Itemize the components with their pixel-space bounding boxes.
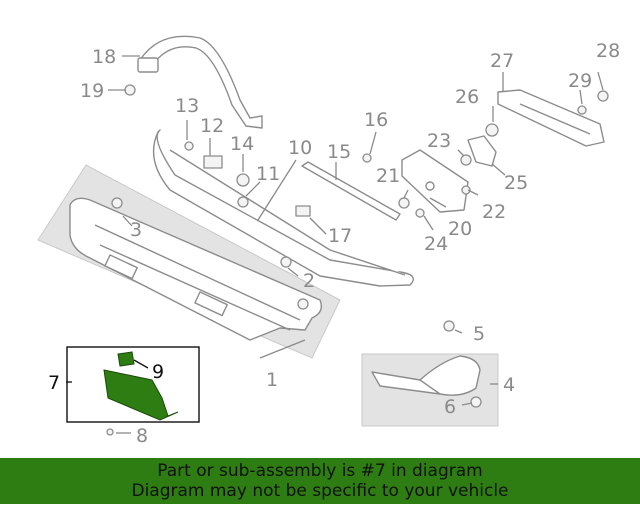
callout-3: 3 [130, 219, 142, 241]
callout-2: 2 [303, 270, 315, 292]
leader-lines [66, 55, 604, 434]
callout-16: 16 [364, 109, 388, 131]
air-deflector-part[interactable] [371, 355, 481, 396]
callout-9: 9 [152, 361, 164, 383]
bumper-reinforcement-part[interactable] [69, 197, 323, 341]
callout-26: 26 [455, 86, 479, 108]
callout-15: 15 [327, 141, 351, 163]
callout-20: 20 [448, 218, 472, 240]
callout-25: 25 [504, 172, 528, 194]
callout-11: 11 [256, 163, 280, 185]
callout-4: 4 [503, 374, 515, 396]
callout-12: 12 [200, 115, 224, 137]
bracket-part[interactable] [401, 149, 469, 213]
callout-10: 10 [288, 137, 312, 159]
banner-line-1: Part or sub-assembly is #7 in diagram [157, 461, 483, 481]
bracket-25-part[interactable] [467, 135, 497, 167]
callout-6: 6 [444, 396, 456, 418]
callout-23: 23 [427, 130, 451, 152]
callout-21: 21 [376, 165, 400, 187]
energy-absorber-part[interactable] [152, 129, 414, 287]
molding-strip-part[interactable] [301, 161, 401, 221]
fasteners [106, 84, 609, 436]
lower-deflector-part-7[interactable] [103, 351, 179, 421]
callout-19: 19 [80, 80, 104, 102]
callout-14: 14 [230, 133, 254, 155]
callout-17: 17 [328, 225, 352, 247]
callout-29: 29 [568, 70, 592, 92]
callout-7: 7 [48, 372, 60, 394]
upper-bracket-part[interactable] [497, 89, 605, 147]
callout-labels: 1 2 3 4 5 6 7 8 9 10 11 12 13 14 15 16 1… [48, 40, 620, 447]
callout-5: 5 [473, 323, 485, 345]
callout-28: 28 [596, 40, 620, 62]
callout-13: 13 [175, 95, 199, 117]
banner-line-2: Diagram may not be specific to your vehi… [131, 481, 509, 501]
callout-8: 8 [136, 425, 148, 447]
callout-18: 18 [92, 46, 116, 68]
callout-27: 27 [490, 50, 514, 72]
upper-tube-part[interactable] [137, 35, 263, 129]
callout-22: 22 [482, 201, 506, 223]
callout-24: 24 [424, 233, 448, 255]
info-banner: Part or sub-assembly is #7 in diagram Di… [0, 458, 640, 504]
callout-1: 1 [266, 369, 278, 391]
